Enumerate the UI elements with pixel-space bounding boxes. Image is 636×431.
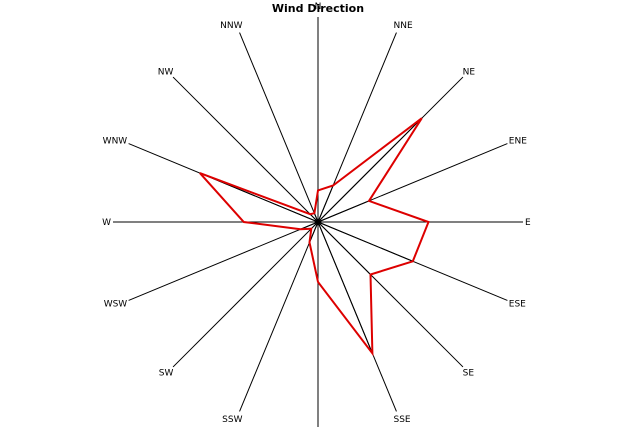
wind-point-wsw	[300, 221, 319, 230]
wind-point-se	[317, 221, 371, 275]
wind-value-spokes	[199, 117, 429, 354]
spoke-nw	[172, 76, 319, 223]
wind-point-ese	[317, 221, 413, 262]
label-ene: ENE	[509, 136, 527, 146]
wind-point-ene	[317, 200, 370, 223]
wind-point-nne	[317, 185, 334, 223]
spoke-sw	[172, 221, 319, 368]
spoke-nnw	[239, 32, 319, 223]
wind-series-line	[199, 117, 430, 357]
label-w: W	[102, 218, 111, 228]
label-ese: ESE	[509, 300, 526, 310]
label-nw: NW	[158, 67, 174, 77]
label-ssw: SSW	[222, 415, 242, 425]
label-wnw: WNW	[103, 136, 128, 146]
wind-point-ne	[317, 117, 423, 223]
spoke-wsw	[128, 221, 319, 301]
label-sw: SW	[159, 369, 174, 379]
label-sse: SSE	[394, 415, 411, 425]
direction-labels: NNNENEENEEESESESSESSSWSWWSWWWNWNWNNW	[102, 2, 531, 425]
chart-title: Wind Direction	[272, 2, 364, 15]
label-n: N	[315, 2, 322, 12]
label-wsw: WSW	[104, 300, 128, 310]
label-e: E	[525, 218, 531, 228]
label-nnw: NNW	[220, 21, 242, 31]
label-se: SE	[463, 369, 475, 379]
label-nne: NNE	[394, 21, 413, 31]
label-ne: NE	[463, 67, 476, 77]
center-point	[316, 220, 320, 224]
spoke-ssw	[239, 221, 319, 412]
wind-point-sse	[317, 221, 373, 354]
